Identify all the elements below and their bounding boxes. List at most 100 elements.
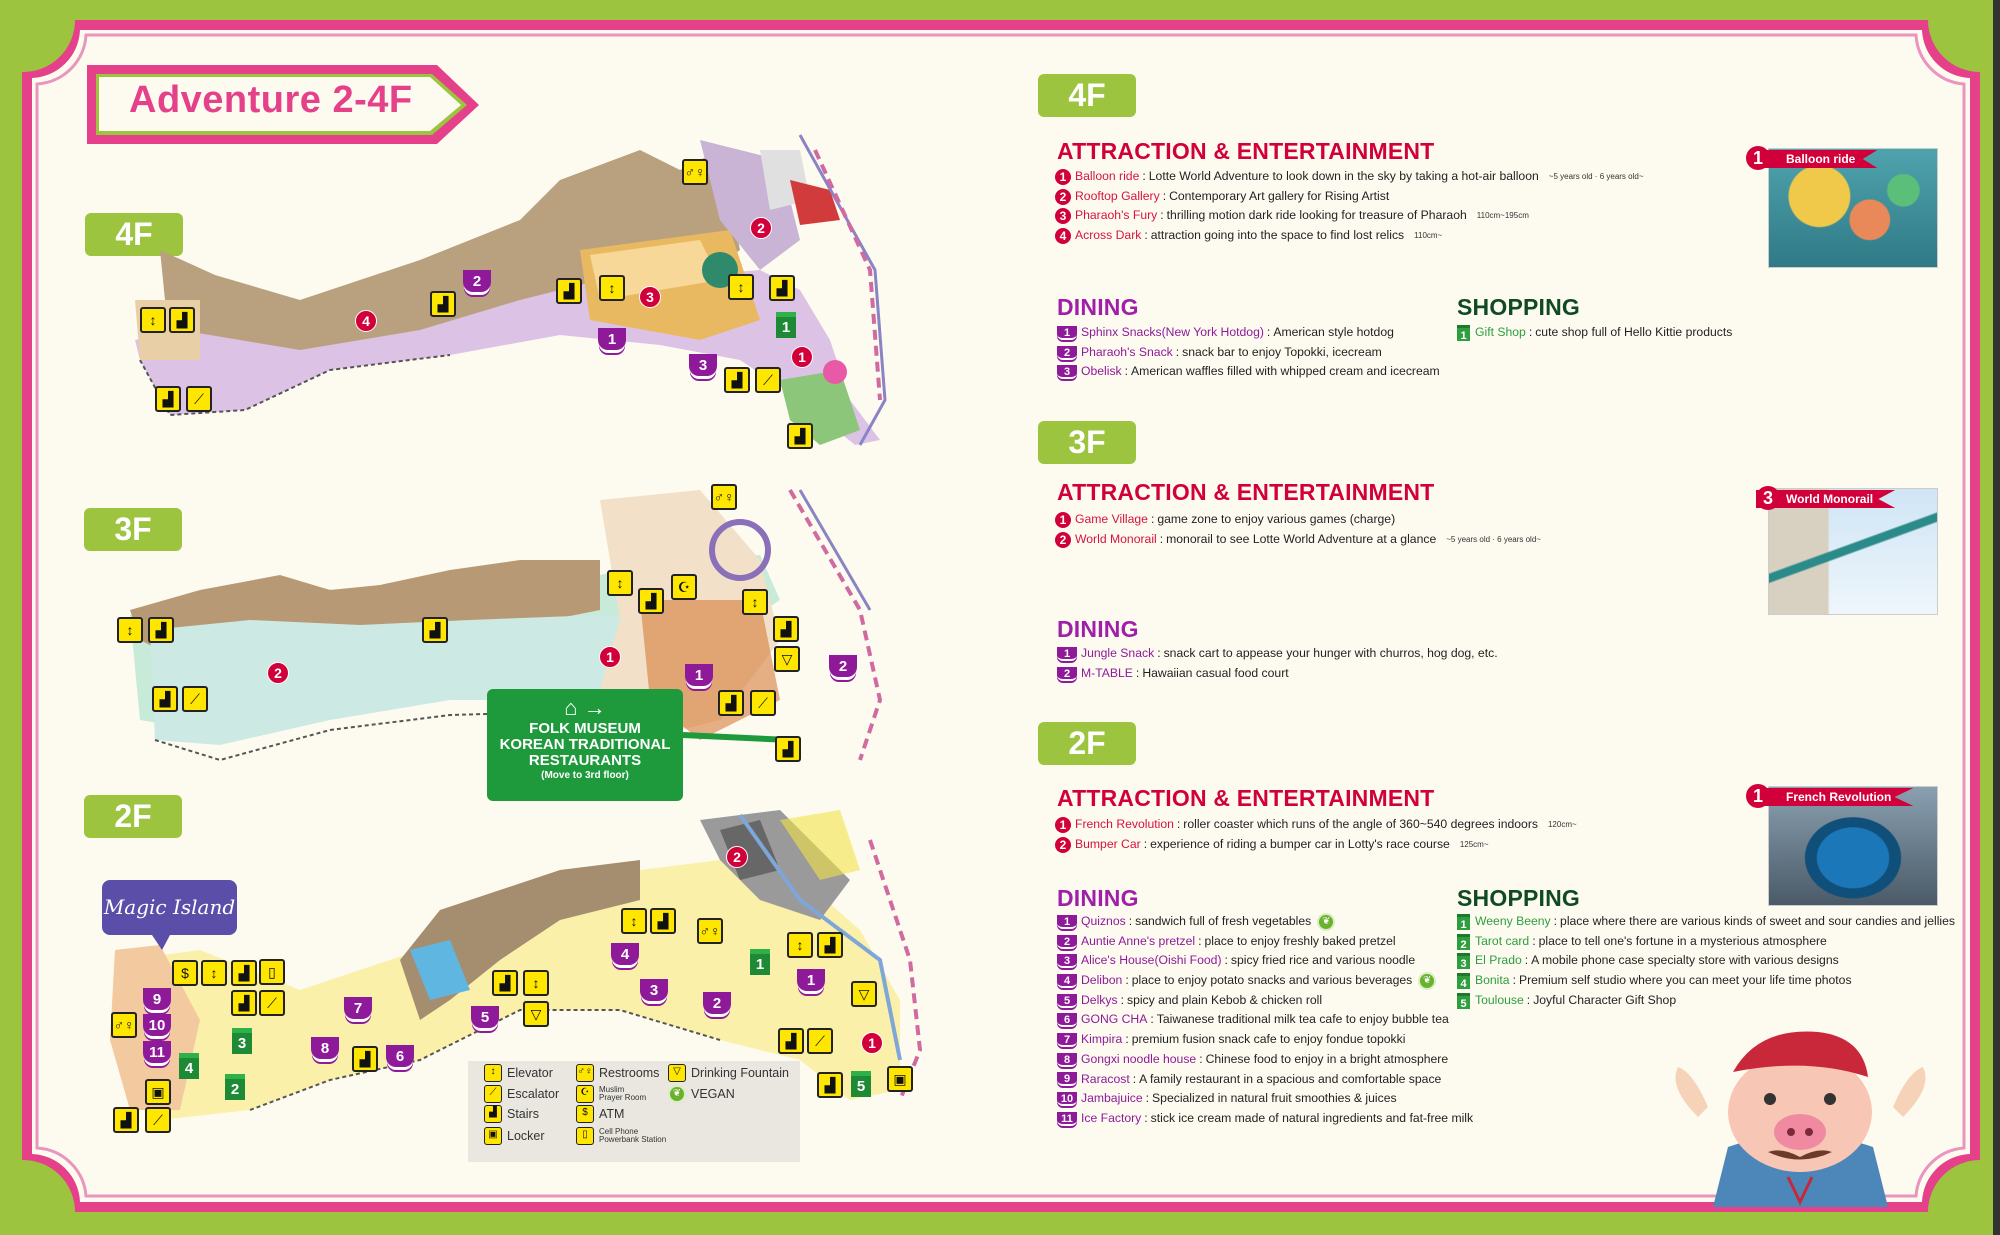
map-dining-marker[interactable]: 4 xyxy=(611,943,639,965)
map-shop-marker[interactable]: 1 xyxy=(750,949,770,975)
stairs-icon: ▟ xyxy=(430,291,456,317)
photo-label-ribbon: World Monorail xyxy=(1756,490,1896,508)
photo-label-ribbon: French Revolution xyxy=(1756,788,1914,806)
map-dining-marker[interactable]: 2 xyxy=(703,992,731,1014)
shop-description: place to tell one's fortune in a mysteri… xyxy=(1538,933,1827,948)
map-dining-marker[interactable]: 3 xyxy=(640,979,668,1001)
dining-cup-marker: 4 xyxy=(1057,973,1077,988)
attraction-requirement: 110cm~ xyxy=(1414,231,1443,241)
map-dining-marker[interactable]: 8 xyxy=(311,1037,339,1059)
legend-item: ⟋Escalator xyxy=(484,1085,559,1103)
folk-museum-sign[interactable]: ⌂ → FOLK MUSEUM KOREAN TRADITIONAL RESTA… xyxy=(487,689,683,801)
magic-island-badge[interactable]: Magic Island xyxy=(102,880,237,935)
photo-number-marker: 3 xyxy=(1756,486,1780,510)
dining-cup-marker: 6 xyxy=(1057,1013,1077,1028)
separator: : xyxy=(1528,325,1533,339)
map-dining-marker[interactable]: 5 xyxy=(471,1006,499,1028)
map-dining-marker[interactable]: 3 xyxy=(689,354,717,376)
map-attraction-marker[interactable]: 1 xyxy=(599,646,621,668)
attraction-heading: ATTRACTION & ENTERTAINMENT xyxy=(1057,785,1435,811)
map-dining-marker[interactable]: 9 xyxy=(143,988,171,1010)
shop-description: Joyful Character Gift Shop xyxy=(1533,992,1677,1007)
map-attraction-marker[interactable]: 2 xyxy=(726,846,748,868)
map-dining-marker[interactable]: 6 xyxy=(386,1045,414,1067)
prayer-room-icon: ☪ xyxy=(576,1085,594,1103)
map-shop-marker[interactable]: 4 xyxy=(179,1053,199,1079)
dining-name: Raracost xyxy=(1081,1071,1130,1086)
elevator-icon: ↕ xyxy=(117,617,143,643)
map-attraction-marker[interactable]: 3 xyxy=(639,286,661,308)
dining-description: Hawaiian casual food court xyxy=(1142,665,1289,680)
map-dining-marker[interactable]: 2 xyxy=(463,270,491,292)
attraction-name: Bumper Car xyxy=(1075,836,1141,851)
escalator-icon: ⟋ xyxy=(186,386,212,412)
map-dining-marker[interactable]: 1 xyxy=(797,969,825,991)
elevator-icon: ↕ xyxy=(523,970,549,996)
map-attraction-marker[interactable]: 1 xyxy=(791,346,813,368)
map-attraction-marker[interactable]: 4 xyxy=(355,310,377,332)
map-dining-marker[interactable]: 1 xyxy=(685,664,713,686)
lotty-pig-mascot xyxy=(1675,1031,1926,1207)
legend-label: Escalator xyxy=(507,1087,560,1101)
shop-gift-marker: 5 xyxy=(1457,992,1470,1010)
map-dining-marker[interactable]: 2 xyxy=(829,655,857,677)
map-shop-marker[interactable]: 2 xyxy=(225,1074,245,1100)
map-attraction-marker[interactable]: 2 xyxy=(267,662,289,684)
map-shop-marker[interactable]: 3 xyxy=(232,1028,252,1054)
escalator-icon: ⟋ xyxy=(807,1028,833,1054)
map-shop-marker[interactable]: 1 xyxy=(776,312,796,338)
shop-name: El Prado xyxy=(1475,953,1522,968)
shop-name: Tarot card xyxy=(1475,933,1530,948)
separator: : xyxy=(1266,325,1271,339)
dining-cup-marker: 2 xyxy=(1057,345,1077,360)
shop-name: Weeny Beeny xyxy=(1475,914,1551,928)
folk-museum-line1: FOLK MUSEUM xyxy=(529,720,641,737)
map-dining-marker[interactable]: 10 xyxy=(143,1014,171,1036)
separator: : xyxy=(1526,992,1531,1007)
dining-description: Specialized in natural fruit smoothies &… xyxy=(1152,1091,1397,1106)
map-dining-marker[interactable]: 7 xyxy=(344,997,372,1019)
dining-heading: DINING xyxy=(1057,616,1139,642)
separator: : xyxy=(1128,914,1133,928)
dining-cup-marker: 7 xyxy=(1057,1032,1077,1047)
map-dining-marker[interactable]: 1 xyxy=(598,328,626,350)
map-shop-marker[interactable]: 5 xyxy=(851,1071,871,1097)
map-attraction-marker[interactable]: 2 xyxy=(750,217,772,239)
legend-item: $ATM xyxy=(576,1105,624,1123)
map-attraction-marker[interactable]: 1 xyxy=(861,1032,883,1054)
map-dining-marker[interactable]: 11 xyxy=(143,1041,171,1063)
